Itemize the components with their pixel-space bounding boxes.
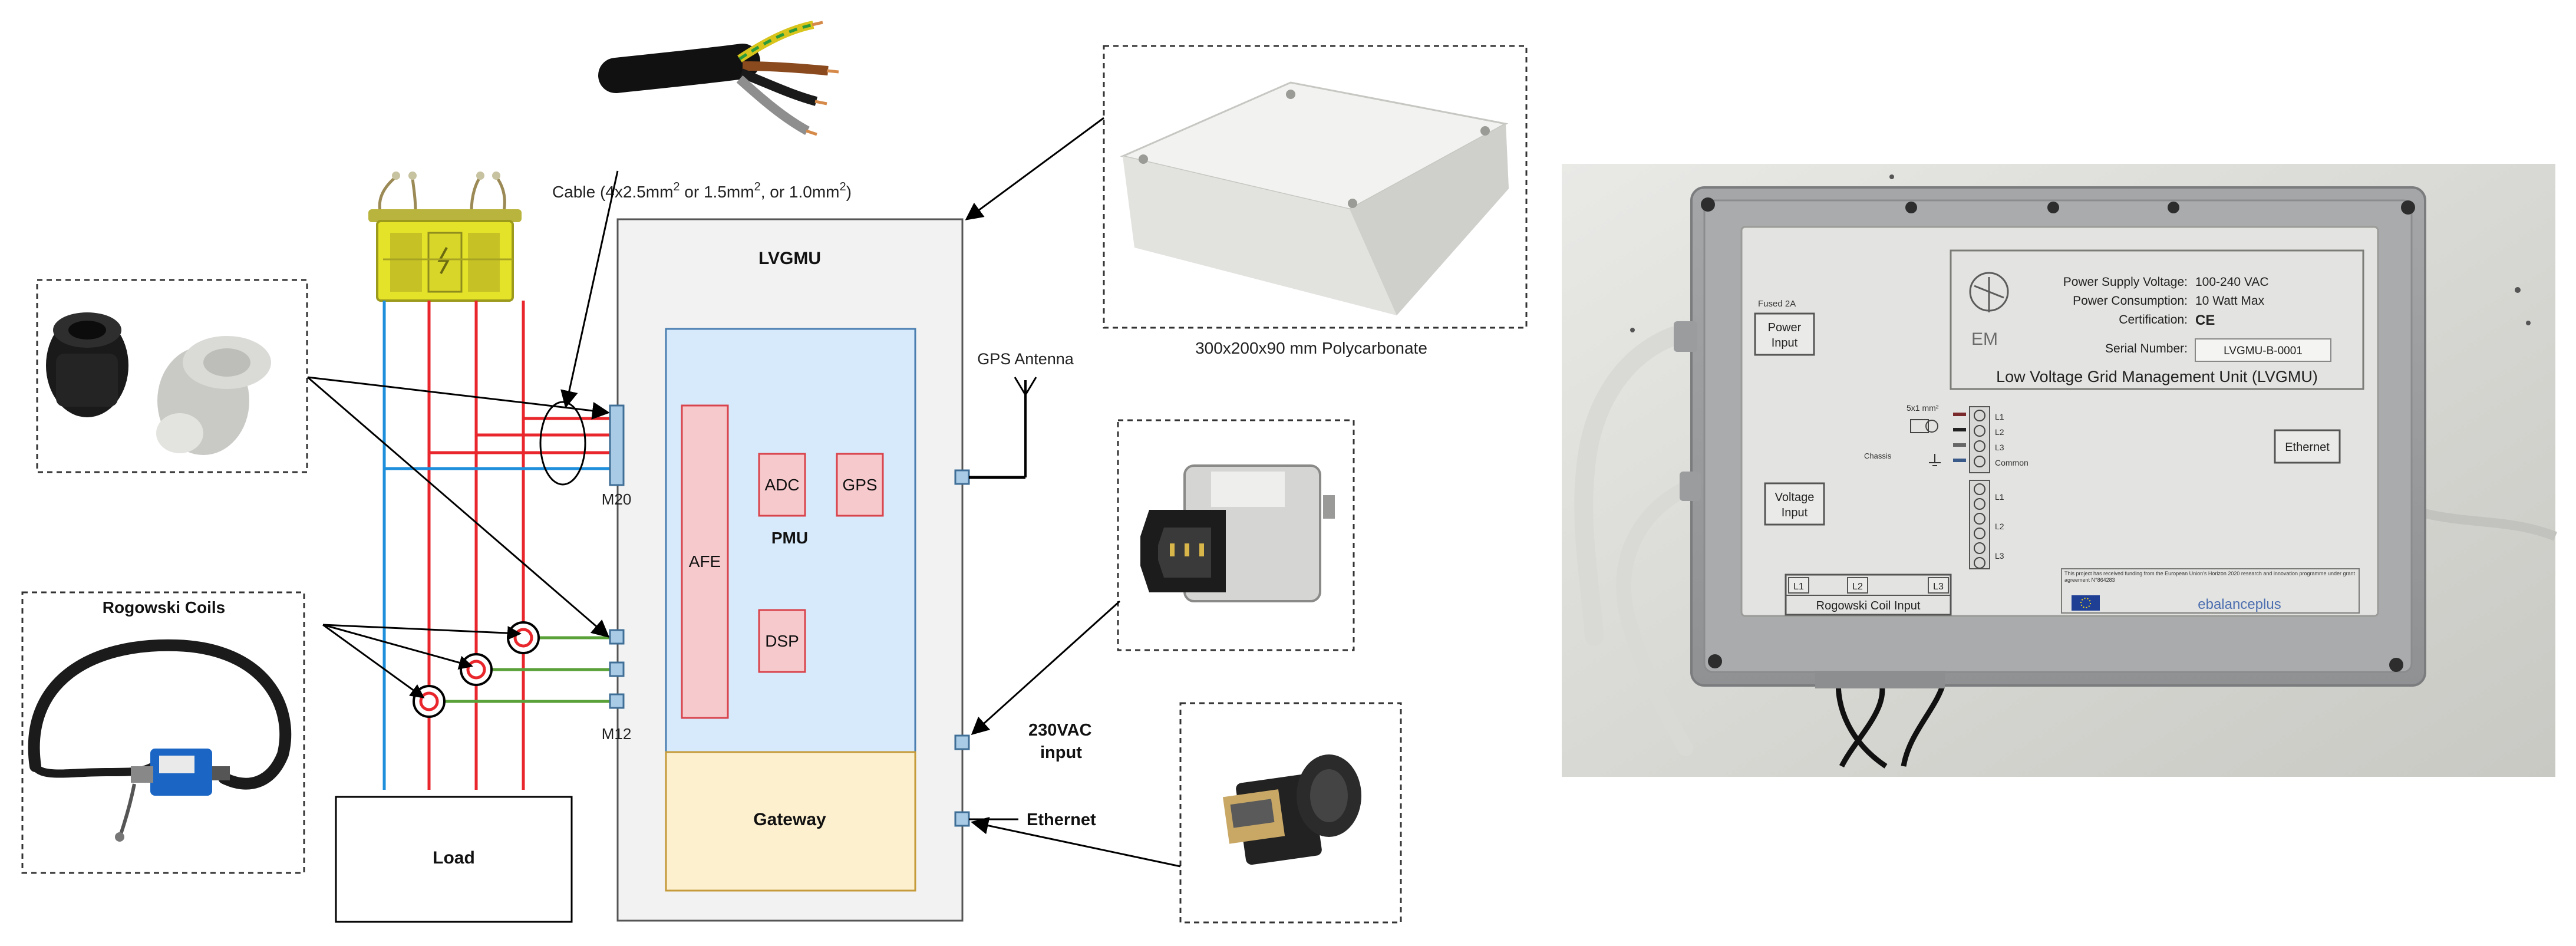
power-input-port: [954, 734, 970, 750]
coil-l3: L3: [1995, 551, 2004, 561]
rc-l1: L1: [1793, 582, 1804, 592]
rogowski-arrows: [322, 624, 522, 698]
device-ethernet-label: Ethernet: [2285, 441, 2330, 454]
voltage-input-line1: Voltage: [1775, 491, 1815, 504]
voltage-input-line2: Input: [1782, 506, 1808, 519]
load-label: Load: [433, 848, 475, 868]
certification-key: Certification:: [2119, 313, 2188, 327]
adc-block: [758, 453, 806, 517]
gateway-block: [665, 751, 916, 892]
device-label: Fused 2A Power Input EM Power Supply Vol…: [1754, 249, 2364, 616]
dsp-label: DSP: [765, 632, 799, 650]
chassis-label: Chassis: [1864, 451, 1892, 460]
coil-l1: L1: [1995, 492, 2004, 502]
terminal-block-voltage: [1953, 406, 1990, 473]
m12-port-1: [609, 629, 625, 645]
ethernet-label: Ethernet: [1027, 810, 1096, 829]
power-consumption-key: Power Consumption:: [2073, 294, 2188, 308]
power-input-label-line1: Power: [1768, 321, 1802, 334]
dsp-block: [758, 609, 806, 673]
afe-block: [681, 404, 729, 719]
power-inlet-photo: [1140, 464, 1335, 602]
cable-bundle-ellipse: [539, 401, 586, 486]
m20-label: M20: [602, 490, 632, 508]
eu-flag-icon: [2072, 595, 2100, 611]
power-supply-val: 100-240 VAC: [2195, 275, 2269, 289]
power-consumption-val: 10 Watt Max: [2195, 294, 2265, 308]
enclosure-caption: 300x200x90 mm Polycarbonate: [1195, 339, 1427, 357]
afe-label: AFE: [689, 552, 721, 571]
adc-label: ADC: [764, 476, 799, 494]
coil-l2: L2: [1995, 522, 2004, 531]
vt-l3: L3: [1995, 443, 2004, 452]
gps-block-label: GPS: [842, 476, 877, 494]
rogowski-frame: [21, 591, 305, 874]
funding-text: This project has received funding from t…: [2064, 571, 2356, 583]
fused-label: Fused 2A: [1758, 299, 1796, 309]
vt-common: Common: [1995, 458, 2029, 467]
gps-block: [836, 453, 884, 517]
cable-photo: [598, 21, 839, 136]
rc-l2: L2: [1852, 582, 1863, 592]
load-box: [335, 796, 573, 923]
rogowski-input-label: Rogowski Coil Input: [1816, 599, 1921, 612]
m12-port-3: [609, 693, 625, 709]
cable-arrow: [560, 170, 619, 408]
cable-gland-photo: [46, 312, 271, 455]
power-input-label-line2: Input: [1772, 337, 1798, 350]
pmu-label: PMU: [771, 529, 808, 547]
power-input-label-1: 230VAC: [1028, 721, 1092, 740]
gps-antenna-port: [954, 469, 970, 485]
ports: [609, 404, 970, 827]
vt-l2: L2: [1995, 427, 2004, 437]
enclosure-photo: [1120, 81, 1509, 315]
gps-antenna-icon: [969, 377, 1037, 479]
logo-text: EM: [1971, 329, 1998, 349]
gland-arrows: [307, 376, 610, 638]
ethernet-connector-arrow: [971, 816, 1181, 868]
wire-spec: 5x1 mm²: [1907, 403, 1939, 413]
em-logo-icon: [1969, 272, 2009, 312]
cable-label: Cable (4x2.5mm2 or 1.5mm2, or 1.0mm2): [552, 180, 852, 201]
m12-port-2: [609, 661, 625, 677]
transformer-icon: [368, 172, 522, 302]
ethernet-port: [954, 811, 970, 827]
power-input-label-2: input: [1040, 743, 1082, 762]
ethernet-connector-photo: [1222, 754, 1361, 865]
ce-mark: CE: [2195, 312, 2215, 328]
rogowski-photo: [28, 639, 292, 842]
unit-title: Low Voltage Grid Management Unit (LVGMU): [1996, 368, 2318, 385]
rc-l3: L3: [1933, 582, 1944, 592]
serial-val: LVGMU-B-0001: [2224, 345, 2303, 357]
enclosure-arrow: [965, 117, 1104, 220]
lvgmu-title: LVGMU: [758, 249, 821, 268]
terminal-block-coils: [1969, 480, 1990, 569]
power-supply-key: Power Supply Voltage:: [2063, 275, 2188, 289]
m20-port: [609, 404, 625, 486]
vt-l1: L1: [1995, 412, 2004, 421]
m12-label: M12: [602, 725, 632, 743]
ground-icon: [1929, 454, 1941, 466]
installed-device-photo: [1562, 164, 2557, 777]
gps-antenna-label: GPS Antenna: [977, 350, 1074, 368]
power-inlet-arrow: [971, 600, 1121, 736]
rogowski-label: Rogowski Coils: [103, 598, 225, 617]
cable-icon: [1910, 419, 1938, 433]
gateway-label: Gateway: [753, 810, 826, 829]
brand-label: ebalanceplus: [2198, 596, 2281, 612]
serial-key: Serial Number:: [2105, 342, 2188, 355]
